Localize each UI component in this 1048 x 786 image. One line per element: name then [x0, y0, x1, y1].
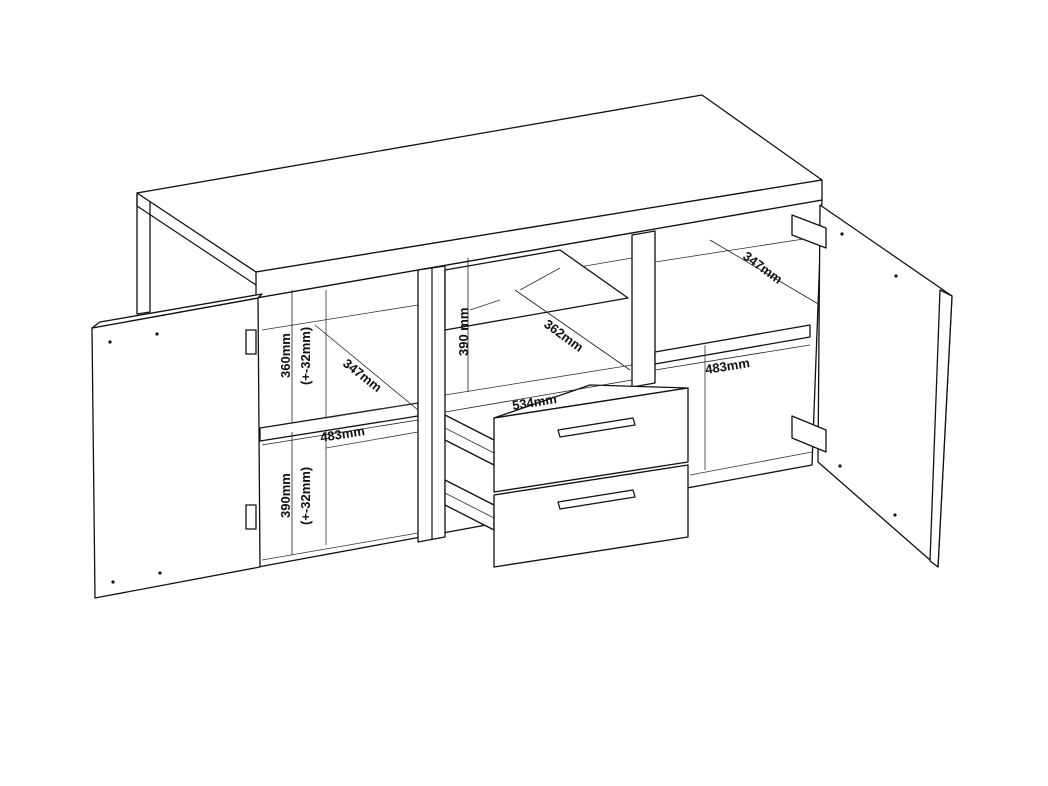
right-hinges [791, 214, 827, 453]
right-width-label: 483mm [704, 355, 751, 377]
drawer-handle-lower[interactable] [557, 489, 636, 510]
drawer-front-upper[interactable] [493, 387, 689, 493]
left-upper-height-label: 360mm [278, 333, 293, 378]
left-upper-tolerance-label: (+-32mm) [298, 327, 313, 385]
dimension-lines [261, 239, 821, 555]
center-width-label: 534mm [511, 391, 558, 413]
glass-shelf [444, 249, 629, 331]
left-width-label: 483mm [319, 423, 366, 445]
left-door[interactable] [91, 297, 261, 599]
left-lower-height-label: 390mm [278, 473, 293, 518]
right-door-holes [838, 232, 898, 517]
top-slab-front [255, 179, 823, 299]
drawer-front-lower[interactable] [493, 464, 689, 568]
drawer-handle-upper[interactable] [557, 417, 636, 438]
right-shelf [654, 324, 811, 365]
center-height-label: 390 mm [456, 308, 471, 356]
left-side-panel [136, 190, 151, 315]
left-lower-tolerance-label: (+-32mm) [298, 467, 313, 525]
left-hinges [245, 329, 257, 530]
right-divider [631, 230, 656, 388]
left-door-holes [108, 332, 162, 584]
